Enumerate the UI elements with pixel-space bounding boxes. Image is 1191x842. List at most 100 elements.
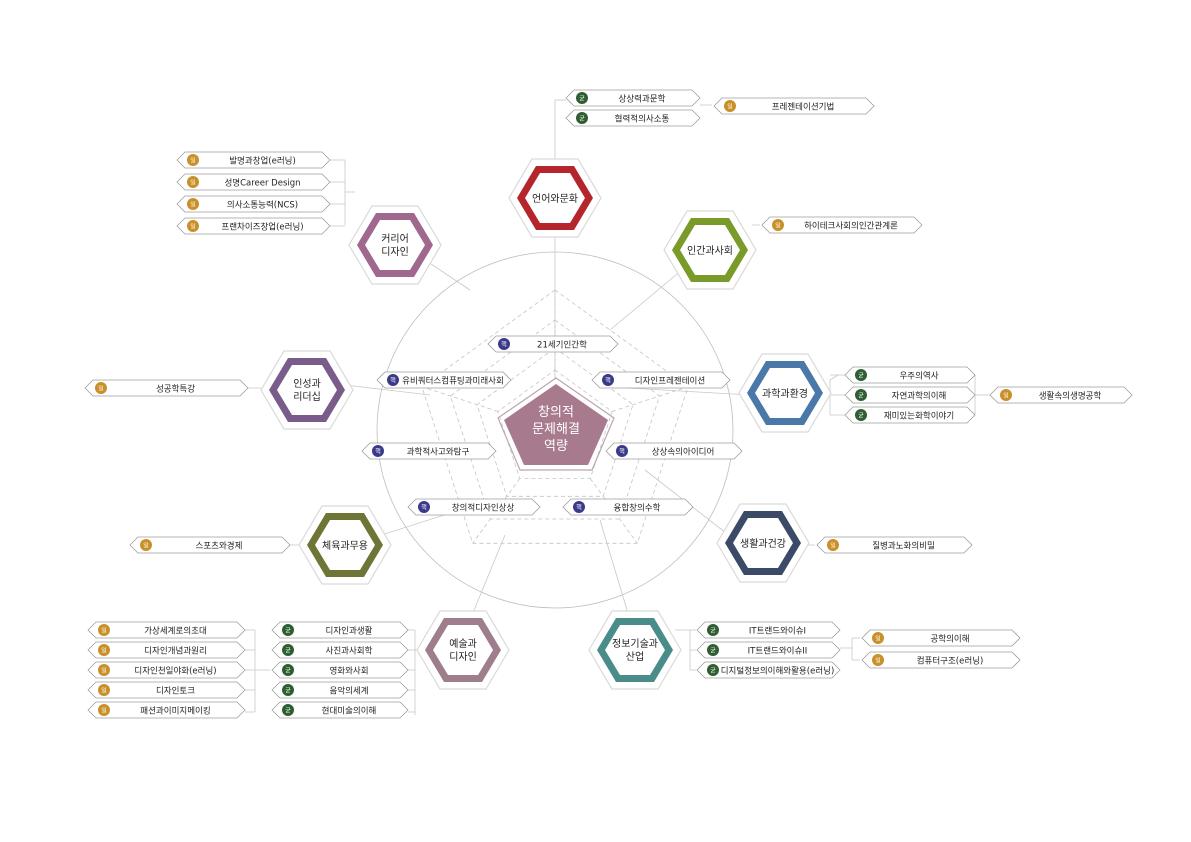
course-type-badge [707, 664, 719, 676]
course-type-badge-label: 일 [190, 157, 196, 165]
course-name: 생활속의생명공학 [1039, 391, 1102, 402]
hexagon-inner-core [733, 518, 793, 568]
course-type-badge-label: 일 [98, 385, 104, 393]
course-type-badge-label: 일 [190, 201, 196, 209]
course-type-badge [576, 92, 588, 104]
course-type-badge [616, 445, 628, 457]
course-type-badge [98, 704, 110, 716]
course-pill[interactable]: 일 디자인토크 [87, 681, 246, 699]
course-type-badge-label: 균 [285, 628, 291, 635]
area-title-line-2: 산업 [626, 650, 644, 663]
course-type-badge [872, 654, 884, 666]
course-pill[interactable]: 일 디자인개념과원리 [87, 641, 246, 659]
course-type-badge-label: 균 [710, 668, 716, 675]
pill-frame [87, 621, 246, 639]
pill-frame [861, 629, 1021, 647]
course-name: 디자인천일야화(e러닝) [134, 666, 216, 677]
connector-line [627, 387, 751, 396]
course-type-badge-label: 균 [285, 648, 291, 655]
course-type-badge [707, 624, 719, 636]
area-title-line-2: 리더십 [293, 391, 321, 403]
course-type-badge-label: 핵 [501, 341, 507, 349]
course-type-badge [707, 644, 719, 656]
course-type-badge [187, 154, 199, 166]
course-type-badge [372, 445, 384, 457]
course-type-badge [418, 501, 430, 513]
course-type-badge-label: 일 [101, 647, 107, 655]
course-type-badge-label: 핵 [390, 377, 396, 385]
course-type-badge [140, 539, 152, 551]
course-pill[interactable]: 일 공학의이해 [861, 629, 1021, 647]
area-title-line-1: 인성과 [293, 378, 321, 390]
course-type-badge [576, 112, 588, 124]
course-name: 과학적사고와탐구 [407, 447, 470, 458]
connector-lines [245, 99, 990, 715]
guide-pentagon [497, 369, 613, 479]
course-type-badge-label: 일 [875, 635, 881, 643]
course-name: 프레젠테이션기법 [772, 102, 835, 113]
pill-frame [271, 701, 409, 719]
course-name: 가상세계로의초대 [144, 626, 207, 637]
course-type-badge-label: 핵 [375, 448, 381, 456]
course-type-badge [602, 374, 614, 386]
course-pill[interactable]: 핵 과학적사고와탐구 [361, 442, 497, 460]
course-name: 디자인토크 [156, 686, 195, 697]
center-line-1: 창의적 [538, 405, 574, 420]
course-name: 공학의이해 [930, 634, 969, 645]
course-type-badge [282, 704, 294, 716]
area-title-line-1: 정보기술과 [612, 638, 658, 650]
connector-line [469, 534, 506, 621]
course-type-badge-label: 일 [101, 687, 107, 695]
course-name: 하이테크사회의인간관계론 [804, 221, 898, 232]
course-type-badge [282, 664, 294, 676]
course-type-badge [1000, 389, 1012, 401]
course-name: 성명Career Design [224, 178, 300, 189]
course-name: 디자인개념과원리 [144, 646, 207, 657]
pill-frame [376, 371, 512, 389]
center-line-3: 역량 [544, 439, 568, 454]
course-type-badge [98, 624, 110, 636]
course-name: 21세기인간학 [537, 340, 587, 351]
course-type-badge-label: 일 [830, 542, 836, 550]
pill-frame [407, 498, 541, 516]
course-pill[interactable]: 핵 21세기인간학 [487, 335, 619, 353]
area-hexagon: 체육과무용 [298, 505, 392, 585]
connector-line [344, 384, 431, 396]
hexagon-inner-core [315, 520, 375, 570]
hexagon-inner-core [680, 225, 740, 275]
pill-frame [696, 621, 841, 639]
